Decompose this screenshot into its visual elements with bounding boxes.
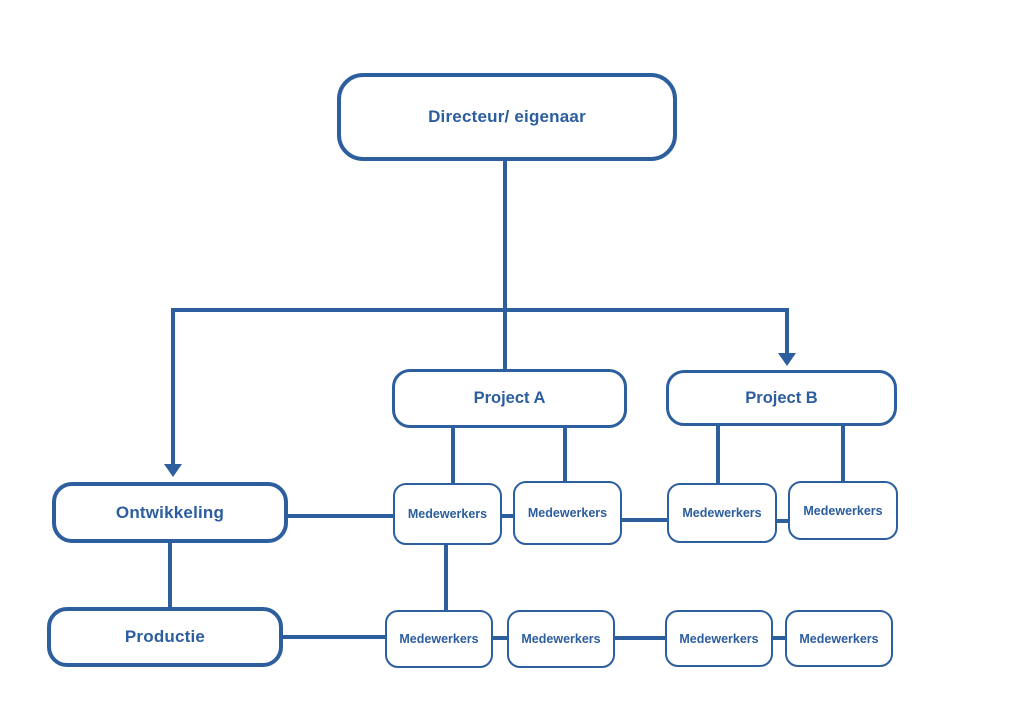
arrowhead-ontwikkeling	[164, 464, 182, 477]
node-productie: Productie	[47, 607, 283, 667]
node-project-a: Project A	[392, 369, 627, 428]
node-medewerkers-6: Medewerkers	[507, 610, 615, 668]
connector-right-vertical	[785, 312, 789, 355]
connector-projecta-medewerkers1	[451, 428, 455, 483]
connector-left-vertical	[171, 312, 175, 465]
connector-medewerkers1-5	[444, 545, 448, 610]
node-medewerkers-5: Medewerkers	[385, 610, 493, 668]
node-medewerkers-8: Medewerkers	[785, 610, 893, 667]
node-ontwikkeling: Ontwikkeling	[52, 482, 288, 543]
node-medewerkers-3: Medewerkers	[667, 483, 777, 543]
node-project-b: Project B	[666, 370, 897, 426]
node-directeur-eigenaar: Directeur/ eigenaar	[337, 73, 677, 161]
connector-medewerkers6-7	[615, 636, 665, 640]
connector-projectb-medewerkers4	[841, 426, 845, 481]
connector-medewerkers1-2	[502, 514, 513, 518]
connector-medewerkers5-6	[493, 636, 507, 640]
connector-medewerkers2-3	[622, 518, 667, 522]
node-medewerkers-1: Medewerkers	[393, 483, 502, 545]
connector-medewerkers7-8	[773, 636, 785, 640]
connector-main-horizontal	[171, 308, 789, 312]
connector-ontwikkeling-medewerkers1	[288, 514, 393, 518]
connector-ontwikkeling-productie	[168, 543, 172, 607]
arrowhead-projectb	[778, 353, 796, 366]
connector-productie-medewerkers5	[283, 635, 385, 639]
node-medewerkers-7: Medewerkers	[665, 610, 773, 667]
connector-medewerkers3-4	[777, 519, 788, 523]
connector-projecta-medewerkers2	[563, 428, 567, 483]
node-medewerkers-4: Medewerkers	[788, 481, 898, 540]
connector-directeur-projecta	[503, 160, 507, 369]
node-medewerkers-2: Medewerkers	[513, 481, 622, 545]
connector-projectb-medewerkers3	[716, 426, 720, 483]
